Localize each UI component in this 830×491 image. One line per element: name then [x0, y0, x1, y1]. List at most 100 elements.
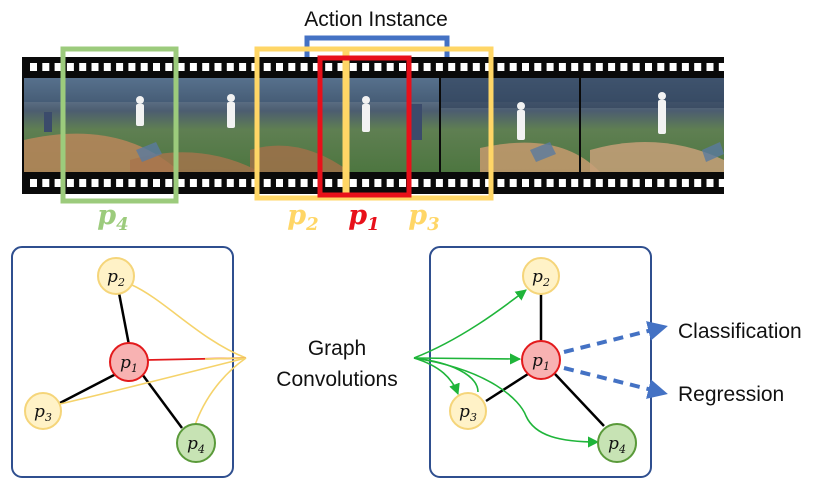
sprocket-hole — [645, 63, 652, 71]
graph-edge-conv-to-p3 — [413, 357, 460, 396]
sprocket-hole — [608, 63, 616, 71]
sprocket-hole — [620, 179, 628, 187]
proposal-box-p4 — [60, 46, 179, 204]
sprocket-hole — [362, 63, 370, 71]
sprocket-hole — [423, 63, 431, 71]
classification-arrow — [563, 321, 668, 354]
graph-edge-p3-to-conv — [59, 357, 247, 405]
sprocket-hole — [54, 63, 62, 71]
sprocket-hole — [263, 63, 271, 71]
node-label-p2: p2 — [107, 267, 125, 289]
sprocket-hole — [91, 179, 99, 187]
sprocket-hole — [288, 179, 296, 187]
node-p4 — [176, 423, 216, 463]
sprocket-hole — [116, 63, 124, 71]
infield-dirt — [130, 152, 260, 172]
proposal-label-p1: p1 — [348, 200, 379, 235]
field-logo — [136, 142, 724, 162]
sprocket-hole — [165, 179, 173, 187]
film-strip — [22, 57, 726, 194]
sprocket-hole — [386, 179, 394, 187]
sprocket-hole — [411, 179, 419, 187]
sprocket-hole — [657, 179, 665, 187]
sprocket-hole — [472, 63, 480, 71]
sprocket-hole — [276, 63, 283, 71]
regression-label: Regression — [678, 383, 784, 406]
sprocket-hole — [325, 63, 333, 71]
graph-edge-conv-to-p1 — [413, 353, 522, 365]
sprocket-hole — [276, 179, 283, 187]
sprocket-hole — [91, 63, 99, 71]
node-label-p4: p4 — [187, 434, 205, 456]
sprocket-hole — [79, 179, 87, 187]
classification-label: Classification — [678, 320, 802, 343]
sprocket-hole — [214, 63, 222, 71]
sprocket-hole — [534, 63, 542, 71]
sprocket-hole — [399, 63, 406, 71]
node-label-p1: p1 — [532, 351, 550, 373]
sprocket-hole — [546, 63, 554, 71]
sprocket-hole — [312, 179, 320, 187]
sprocket-hole — [300, 63, 308, 71]
sprocket-hole — [177, 179, 185, 187]
sprocket-hole — [509, 179, 517, 187]
sprocket-hole — [66, 63, 74, 71]
sprocket-hole — [66, 179, 74, 187]
film-frames — [24, 78, 724, 172]
sprocket-hole — [79, 63, 87, 71]
sprocket-hole — [140, 63, 148, 71]
sprocket-hole — [534, 179, 542, 187]
sprocket-hole — [374, 63, 382, 71]
proposal-label-p4: p4 — [97, 200, 128, 235]
sprocket-hole — [128, 179, 136, 187]
sprocket-hole — [202, 179, 210, 187]
sprocket-hole — [706, 63, 714, 71]
sprocket-hole — [522, 179, 529, 187]
sprocket-hole — [435, 63, 443, 71]
sprocket-hole — [558, 179, 566, 187]
node-label-p4: p4 — [608, 434, 626, 456]
sprocket-hole — [571, 179, 579, 187]
graph-edge-conv-to-p2 — [413, 289, 527, 359]
sprocket-hole — [226, 63, 234, 71]
right-graph-panel: p2 p1 p3 p4 — [413, 246, 652, 478]
sprocket-hole — [54, 179, 62, 187]
sprocket-hole — [337, 179, 345, 187]
graph-edge — [485, 372, 529, 403]
sprocket-hole — [103, 63, 111, 71]
sprocket-hole — [386, 63, 394, 71]
node-label-p3: p3 — [34, 402, 52, 424]
sprocket-hole — [312, 63, 320, 71]
sprocket-hole — [30, 63, 37, 71]
sprocket-hole — [509, 63, 517, 71]
graph-edge-p1-to-conv-accent — [204, 357, 247, 360]
sprocket-hole — [337, 63, 345, 71]
node-p4 — [597, 423, 637, 463]
stadium-stands — [440, 78, 724, 108]
sprocket-hole — [595, 179, 603, 187]
left-graph-panel: p2 p1 p3 p4 — [11, 246, 247, 478]
sprocket-hole — [362, 179, 370, 187]
sprocket-hole — [411, 63, 419, 71]
node-p2 — [97, 257, 135, 295]
proposal-label-p3: p3 — [408, 200, 439, 235]
sprocket-hole — [140, 179, 148, 187]
sprocket-hole — [374, 179, 382, 187]
sprocket-hole — [583, 179, 591, 187]
sprocket-hole — [669, 179, 677, 187]
graph-edge — [117, 292, 131, 346]
sprocket-hole — [128, 63, 136, 71]
graph-convolutions-label-line1: Graph — [308, 337, 366, 360]
node-p3 — [449, 392, 487, 430]
sprocket-hole — [239, 179, 247, 187]
proposal-label-p2: p2 — [287, 200, 318, 235]
graph-edge — [59, 372, 117, 405]
proposal-box-p3 — [342, 46, 494, 201]
sprocket-hole — [632, 63, 640, 71]
graph-convolutions-label-line2: Convolutions — [276, 368, 397, 391]
sprocket-hole — [189, 179, 197, 187]
sprocket-hole — [497, 179, 505, 187]
infield-dirt — [250, 145, 350, 172]
sprocket-hole — [153, 63, 160, 71]
graph-edge-conv-to-p4 — [413, 357, 600, 448]
